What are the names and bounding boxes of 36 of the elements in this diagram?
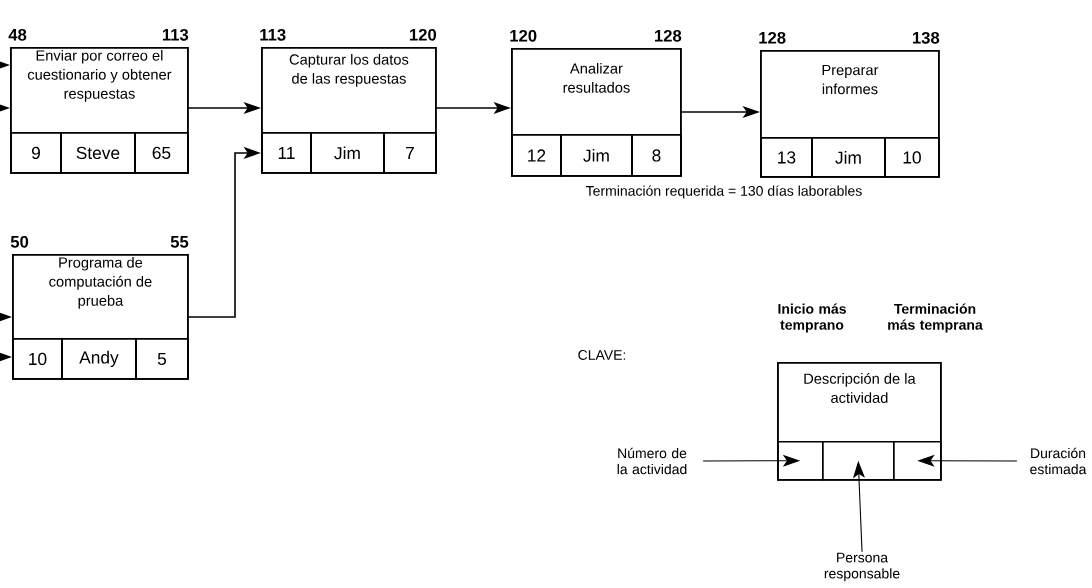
note-text: Terminación requerida = 130 días laborables	[586, 185, 862, 199]
table-cell: 11	[261, 132, 312, 174]
table-cell: 12	[511, 134, 562, 177]
key-caption: Inicio más temprano	[778, 303, 846, 333]
time-label: 120	[410, 28, 437, 41]
activity-box: Descripción de la actividad	[777, 362, 942, 481]
time-label: 48	[8, 28, 27, 41]
empty-cell	[822, 441, 895, 481]
time-label: 138	[913, 31, 940, 44]
table-cell: 7	[383, 132, 437, 174]
key-caption: Terminación más temprana	[888, 303, 983, 333]
time-label: 128	[759, 31, 786, 44]
time-label: 128	[655, 29, 682, 42]
time-label: 50	[10, 235, 29, 248]
table-cell: 10	[884, 137, 940, 178]
note-text: CLAVE:	[578, 350, 626, 360]
table-cell: Jim	[310, 132, 385, 174]
table-cell: Jim	[560, 134, 633, 177]
table-cell: 9	[10, 132, 62, 174]
callout-text: Número de la actividad	[617, 447, 687, 475]
empty-cell	[777, 441, 824, 481]
time-label: 120	[510, 29, 537, 42]
table-cell: Andy	[61, 338, 137, 380]
empty-cell	[893, 441, 942, 481]
table-cell: 65	[134, 132, 189, 174]
table-cell: 10	[12, 338, 63, 380]
time-label: 55	[170, 236, 189, 248]
callout-text: Persona responsable	[824, 552, 900, 582]
table-cell: 13	[760, 137, 813, 178]
table-cell: Jim	[811, 137, 886, 178]
callout-text: Duración estimada	[1030, 447, 1087, 475]
time-label: 113	[260, 28, 286, 41]
table-cell: 5	[135, 338, 189, 380]
time-label: 113	[162, 28, 189, 41]
table-cell: Steve	[60, 132, 136, 174]
table-cell: 8	[631, 134, 682, 177]
